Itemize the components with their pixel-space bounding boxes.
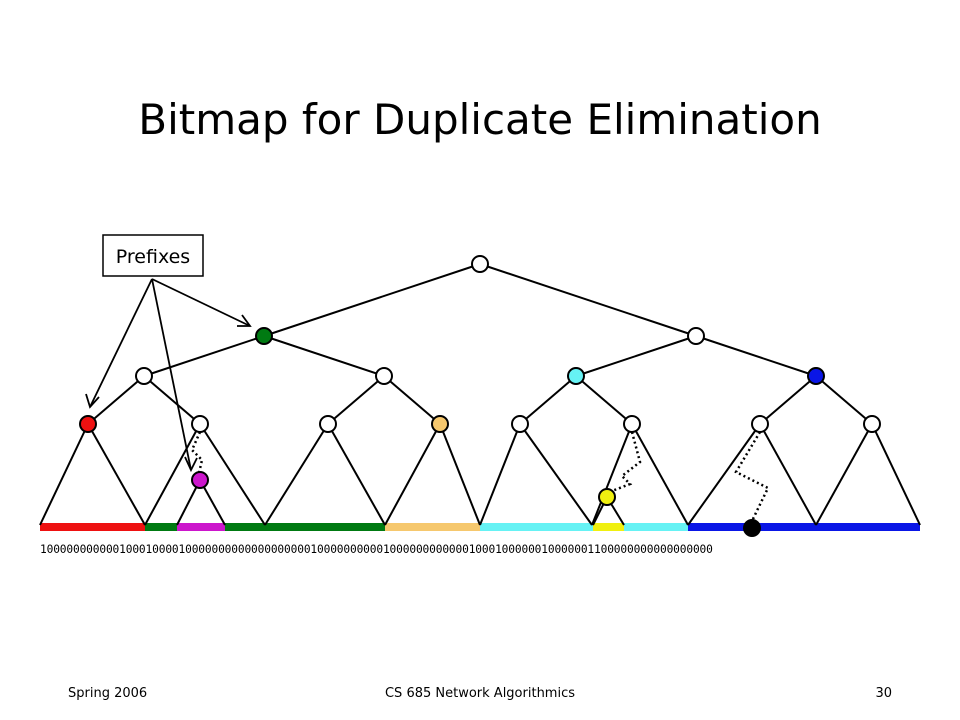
bar-segment-green	[145, 523, 177, 531]
tree-nodes	[79, 255, 881, 537]
subtree-edge	[39, 423, 89, 526]
tree-node	[191, 415, 209, 433]
tree-node	[623, 415, 641, 433]
footer-course: CS 685 Network Algorithmics	[384, 686, 576, 701]
bar-segment-green	[225, 523, 385, 531]
tree-edge	[759, 375, 817, 425]
bar-segment-red	[40, 523, 145, 531]
subtree-edge	[327, 423, 386, 526]
subtree-edge	[384, 423, 441, 526]
subtree-edge	[871, 423, 921, 526]
bar-segment-cyan	[624, 523, 688, 531]
callout-arrows	[85, 278, 252, 473]
bar-segment-magenta	[177, 523, 225, 531]
tree-node-green	[255, 327, 273, 345]
subtree-edge	[519, 423, 593, 526]
tree-node	[135, 367, 153, 385]
dotted-path	[734, 431, 770, 522]
dotted-paths	[190, 431, 770, 522]
slide-title: Bitmap for Duplicate Elimination	[138, 95, 822, 144]
tree-node-yellow	[598, 488, 616, 506]
subtree-edge	[199, 423, 266, 526]
slide-number: 30	[875, 686, 892, 701]
tree-node	[375, 367, 393, 385]
prefixes-callout: Prefixes	[102, 234, 204, 277]
arrowhead	[85, 393, 100, 409]
footer-date: Spring 2006	[68, 686, 148, 701]
tree-node-cyan	[567, 367, 585, 385]
subtree-edge	[439, 423, 481, 526]
bar-segment-blue	[688, 523, 920, 531]
subtree-edge	[631, 423, 689, 526]
subtree-edge	[87, 423, 146, 526]
tree-edge	[695, 335, 817, 377]
bitmap-color-bar	[40, 523, 920, 531]
subtree-edge	[264, 423, 329, 526]
callout-arrow	[151, 278, 251, 327]
tree-node-magenta	[191, 471, 209, 489]
tree-node-red	[79, 415, 97, 433]
tree-edge	[383, 375, 441, 425]
tree-node	[751, 415, 769, 433]
bitmap-string: 1000000000001000100001000000000000000000…	[40, 543, 713, 556]
tree-node-root	[471, 255, 489, 273]
tree-node-blue	[807, 367, 825, 385]
tree-edge	[519, 375, 577, 425]
subtree-edge	[759, 423, 817, 526]
subtree-edge	[144, 423, 201, 526]
tree-edge	[263, 263, 481, 337]
tree-edge	[815, 375, 873, 425]
callout-label: Prefixes	[116, 246, 190, 268]
tree-edge	[479, 263, 697, 337]
tree-node-tan	[431, 415, 449, 433]
dotted-path	[190, 431, 204, 474]
tree-node-black	[743, 519, 761, 537]
tree-node	[319, 415, 337, 433]
bar-segment-yellow	[593, 523, 624, 531]
callout-arrow	[151, 278, 192, 471]
tree-node	[687, 327, 705, 345]
bar-segment-cyan	[480, 523, 593, 531]
dotted-path	[611, 431, 642, 493]
callout-arrow	[89, 278, 153, 408]
tree-edge	[327, 375, 385, 425]
subtree-edge	[815, 423, 873, 526]
tree-node	[863, 415, 881, 433]
arrowhead	[237, 314, 252, 327]
subtree-edge	[687, 423, 761, 526]
bar-segment-tan	[385, 523, 480, 531]
tree-edge	[143, 335, 265, 377]
tree-edges	[39, 263, 921, 526]
tree-edge	[263, 335, 385, 377]
tree-edge	[87, 375, 145, 425]
arrowhead	[184, 456, 198, 473]
tree-edge	[575, 335, 697, 377]
tree-node	[511, 415, 529, 433]
tree-edge	[575, 375, 633, 425]
callout-box	[102, 234, 204, 277]
tree-edge	[143, 375, 201, 425]
subtree-edge	[591, 423, 633, 526]
subtree-edge	[479, 423, 521, 526]
